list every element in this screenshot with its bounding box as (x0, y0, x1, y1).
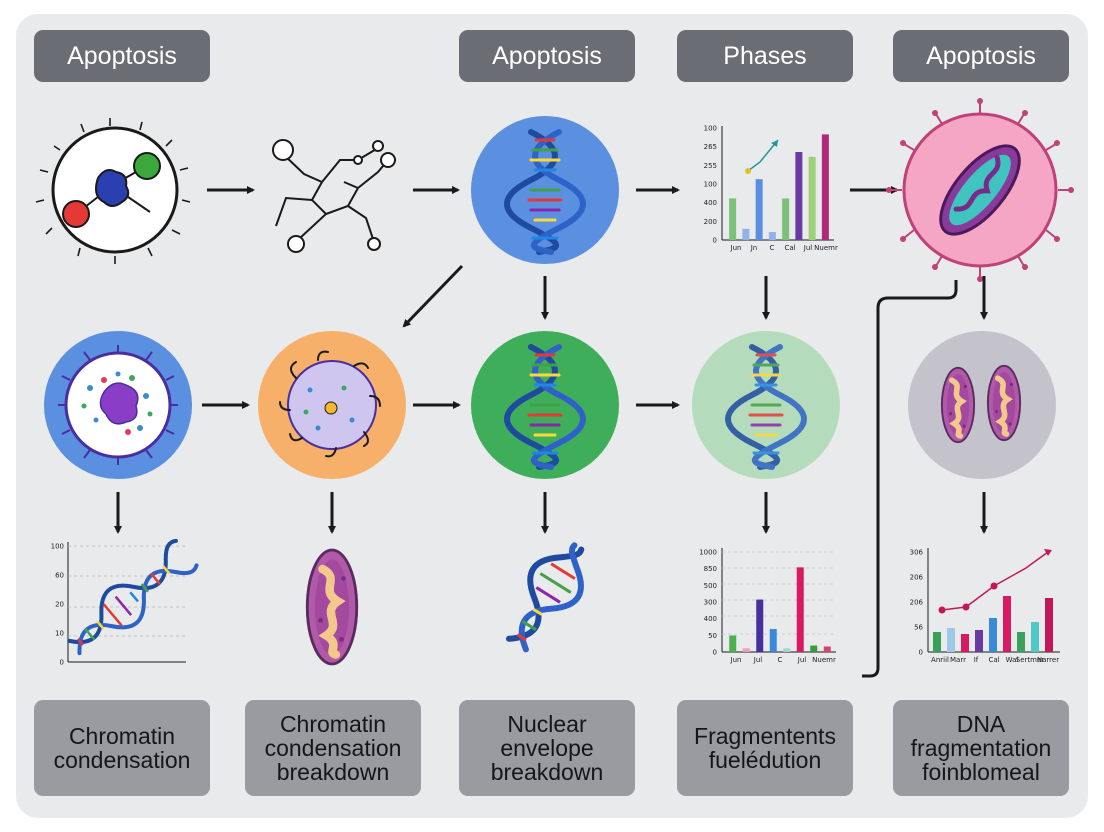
y-tick-label: 50 (708, 632, 717, 640)
chart-bar (742, 228, 750, 240)
x-tick-label: Jul (753, 656, 763, 664)
molecular-network-icon (272, 139, 396, 253)
y-tick-label: 0 (60, 659, 64, 667)
y-tick-label: 850 (704, 565, 717, 573)
blue-cell-nucleus-icon (44, 331, 192, 479)
chart-bar (742, 648, 750, 652)
y-tick-label: 1000 (699, 549, 717, 557)
chart-bar (729, 198, 737, 240)
y-tick-label: 306 (910, 549, 924, 557)
y-tick-label: 60 (55, 572, 64, 580)
label-phases: Phases (677, 30, 853, 82)
molecule-cell-icon (35, 118, 191, 264)
chart-bar (755, 179, 763, 240)
chart-bar (810, 645, 818, 652)
y-tick-label: 100 (704, 125, 717, 133)
x-tick-label: Cal (784, 244, 795, 252)
orange-cell-icon (258, 331, 406, 479)
y-tick-label: 500 (704, 582, 717, 590)
x-tick-label: Sertmer (1016, 656, 1044, 664)
dna-green-circle-icon (471, 331, 619, 479)
x-tick-label: Jun (730, 244, 742, 252)
dna-fragment-icon (505, 542, 585, 653)
chart-bar (823, 646, 831, 652)
chart-bar (796, 567, 804, 652)
y-tick-label: 265 (704, 143, 717, 151)
gray-circle-mitochondria-icon (908, 331, 1056, 479)
y-tick-label: 100 (51, 543, 64, 551)
x-tick-label: Nuemr (812, 656, 836, 664)
x-tick-label: Marr (950, 656, 966, 664)
y-tick-label: 0 (713, 649, 717, 657)
pink-cell-mitochondrion-icon (886, 98, 1074, 282)
y-tick-label: 300 (704, 599, 717, 607)
chart-bar (782, 198, 790, 240)
dna-blue-circle-icon (471, 116, 619, 264)
x-tick-label: C (770, 244, 775, 252)
dna-light-green-circle-icon (692, 331, 840, 479)
x-tick-label: Jul (797, 656, 807, 664)
y-tick-label: 56 (914, 624, 923, 632)
label-chromatin-condensation-breakdown: Chromatin condensation breakdown (245, 700, 421, 796)
label-fragments: Fragmentents fuelédution (677, 700, 853, 796)
chart-bar (933, 632, 941, 652)
x-tick-label: Nuemr (814, 244, 838, 252)
y-tick-label: 10 (55, 630, 64, 638)
x-tick-label: Jn (750, 244, 758, 252)
y-tick-label: 0 (919, 649, 923, 657)
chart-bar (975, 630, 983, 652)
chart-bar (1017, 632, 1025, 652)
y-tick-label: 400 (704, 615, 717, 623)
x-tick-label: Cal (988, 656, 999, 664)
label-apoptosis-3: Apoptosis (893, 30, 1069, 82)
y-tick-label: 255 (704, 162, 717, 170)
chart-bar (989, 618, 997, 652)
chart-bar (769, 629, 777, 652)
chart-bar (821, 134, 829, 240)
y-tick-label: 400 (704, 199, 717, 207)
x-tick-label: Wal (1006, 656, 1019, 664)
x-tick-label: If (974, 656, 979, 664)
mitochondrion-icon (307, 550, 356, 664)
label-dna-fragmentation: DNA fragmentation foinblomeal (893, 700, 1069, 796)
chart-bar (961, 634, 969, 652)
chart-bar (768, 232, 776, 240)
chart-bar (808, 156, 816, 240)
y-tick-label: 100 (704, 181, 717, 189)
y-tick-label: 0 (713, 237, 717, 245)
label-nuclear-envelope-breakdown: Nuclear envelope breakdown (459, 700, 635, 796)
chart-bar (1045, 598, 1053, 652)
y-tick-label: 206 (910, 599, 924, 607)
chart-bar (947, 628, 955, 652)
y-tick-label: 20 (55, 601, 64, 609)
label-chromatin-condensation: Chromatin condensation (34, 700, 210, 796)
chart-bar (783, 648, 791, 652)
x-tick-label: C (778, 656, 783, 664)
chart-bar (795, 152, 803, 240)
x-tick-label: Jul (803, 244, 813, 252)
chart-bar (729, 635, 737, 652)
chart-bar (1031, 622, 1039, 652)
x-tick-label: Anriil (931, 656, 949, 664)
x-tick-label: Narrer (1037, 656, 1059, 664)
label-apoptosis-1: Apoptosis (34, 30, 210, 82)
chart-bar (1003, 596, 1011, 652)
chart-bar (756, 599, 764, 652)
y-tick-label: 200 (704, 218, 717, 226)
x-tick-label: Jun (730, 656, 742, 664)
y-tick-label: 206 (910, 574, 924, 582)
label-apoptosis-2: Apoptosis (459, 30, 635, 82)
